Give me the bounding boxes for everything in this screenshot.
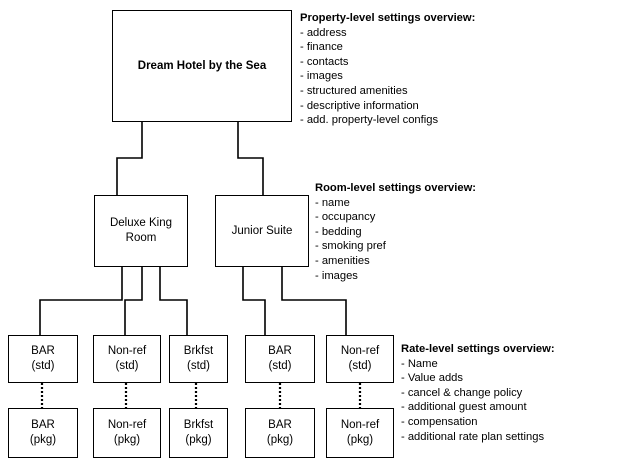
room-label: Junior Suite: [231, 224, 293, 237]
room-label: Deluxe King Room: [109, 217, 172, 244]
rate-settings-title: Rate-level settings overview:: [401, 343, 555, 355]
rate-label: BAR (std): [31, 345, 55, 372]
room-node-junior-suite: Junior Suite: [215, 195, 309, 267]
rate-settings-item: - compensation: [401, 415, 478, 428]
rate-label: BAR (pkg): [266, 419, 294, 446]
room-settings-item: - amenities: [315, 254, 370, 267]
rate-node-bar-std: BAR (std): [8, 335, 78, 383]
room-settings-item: - images: [315, 269, 358, 282]
connector-junior-nonref: [281, 266, 347, 335]
rate-node-bar-std-2: BAR (std): [245, 335, 315, 383]
property-settings-item: - descriptive information: [300, 99, 419, 112]
rate-label: Non-ref (pkg): [340, 419, 380, 446]
rate-label: Non-ref (std): [340, 345, 380, 372]
property-settings-item: - add. property-level configs: [300, 114, 439, 127]
room-settings-title: Room-level settings overview:: [315, 182, 477, 194]
rate-node-nonref-pkg: Non-ref (pkg): [93, 408, 161, 458]
connector-junior-bar: [242, 266, 266, 335]
property-settings-item: - address: [300, 26, 347, 39]
rate-settings-item: - additional rate plan settings: [401, 430, 545, 443]
property-settings-notes: Property-level settings overview: - addr…: [300, 11, 510, 128]
property-settings-item: - images: [300, 70, 343, 83]
rate-label: Non-ref (std): [107, 345, 147, 372]
hotel-label: Dream Hotel by the Sea: [137, 59, 267, 72]
rate-label: BAR (std): [268, 345, 292, 372]
connector-deluxe-nonref: [124, 266, 143, 335]
rate-settings-item: - additional guest amount: [401, 401, 527, 414]
rate-settings-notes: Rate-level settings overview: - Name - V…: [401, 342, 601, 444]
rate-label: Brkfst (std): [183, 345, 214, 372]
rate-node-bar-pkg-2: BAR (pkg): [245, 408, 315, 458]
rate-node-nonref-pkg-2: Non-ref (pkg): [326, 408, 394, 458]
room-settings-item: - occupancy: [315, 211, 376, 224]
connector-deluxe-bar: [39, 266, 123, 335]
property-settings-item: - contacts: [300, 55, 349, 68]
rate-node-nonref-std-2: Non-ref (std): [326, 335, 394, 383]
hotel-node: Dream Hotel by the Sea: [112, 10, 292, 122]
room-settings-item: - name: [315, 196, 350, 209]
rate-node-nonref-std: Non-ref (std): [93, 335, 161, 383]
rate-label: BAR (pkg): [29, 419, 57, 446]
connector-hotel-deluxe: [116, 121, 143, 195]
rate-settings-item: - cancel & change policy: [401, 386, 523, 399]
rate-node-brkfst-std: Brkfst (std): [169, 335, 228, 383]
rate-node-bar-pkg: BAR (pkg): [8, 408, 78, 458]
property-settings-item: - finance: [300, 41, 343, 54]
rate-label: Non-ref (pkg): [107, 419, 147, 446]
room-settings-item: - smoking pref: [315, 240, 386, 253]
rate-node-brkfst-pkg: Brkfst (pkg): [169, 408, 228, 458]
room-settings-item: - bedding: [315, 225, 362, 238]
room-settings-list: - name - occupancy - bedding - smoking p…: [315, 196, 515, 284]
rate-settings-item: - Name: [401, 357, 438, 370]
rate-settings-list: - Name - Value adds - cancel & change po…: [401, 357, 601, 445]
room-settings-notes: Room-level settings overview: - name - o…: [315, 181, 515, 283]
room-node-deluxe-king: Deluxe King Room: [94, 195, 188, 267]
property-settings-item: - structured amenities: [300, 84, 408, 97]
rate-settings-item: - Value adds: [401, 372, 463, 385]
property-settings-list: - address - finance - contacts - images …: [300, 26, 510, 128]
rate-label: Brkfst (pkg): [183, 419, 214, 446]
property-settings-title: Property-level settings overview:: [300, 12, 476, 24]
connector-deluxe-brkfst: [159, 266, 188, 335]
connector-hotel-junior: [237, 121, 264, 195]
